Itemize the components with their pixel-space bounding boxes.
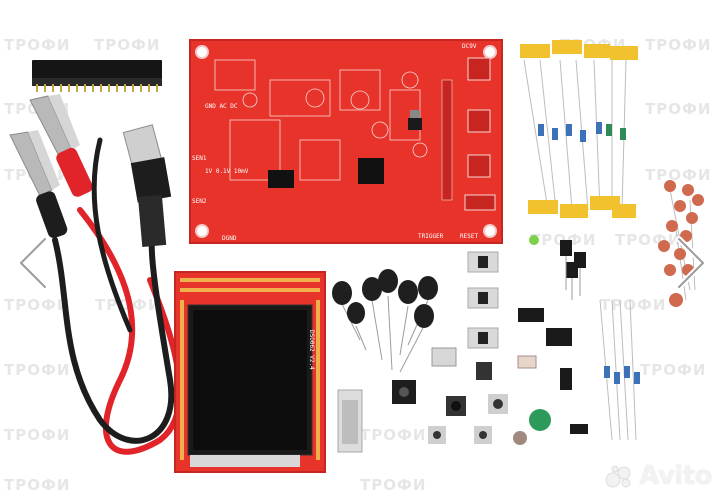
watermark: ТРОФИ	[360, 426, 426, 444]
pin-header	[32, 60, 162, 92]
loose-resistors	[599, 299, 640, 441]
watermark: ТРОФИ	[4, 361, 70, 379]
lcd-module: DSO062 V2.4	[174, 271, 326, 473]
pcb-label-dgnd: DGND	[222, 235, 237, 242]
watermark: ТРОФИ	[645, 166, 711, 184]
pcb-label-volts: 1V 0.1V 10mV	[205, 168, 249, 175]
watermark: ТРОФИ	[645, 100, 711, 118]
pcb-label-coupling: GND AC DC	[205, 103, 238, 110]
usb-connector	[431, 347, 457, 367]
bnc-connector	[122, 124, 172, 247]
slide-switches	[467, 251, 499, 349]
green-component	[529, 409, 551, 431]
pcb-label-trigger: TRIGGER	[418, 233, 444, 240]
alligator-clip-black	[9, 130, 68, 239]
watermark: ТРОФИ	[640, 361, 706, 379]
alligator-clip-red	[29, 94, 93, 197]
watermark: ТРОФИ	[94, 36, 160, 54]
prev-image-button[interactable]	[10, 226, 56, 300]
pcb-label-reset: RESET	[460, 233, 478, 240]
main-pcb: DC9V GND AC DC SEN1 SEN2 1V 0.1V 10mV TR…	[189, 39, 503, 244]
watermark: ТРОФИ	[4, 426, 70, 444]
pcb-label-dc: DC9V	[462, 43, 477, 50]
avito-logo-icon	[605, 465, 631, 488]
power-jack	[392, 380, 416, 404]
electrolytic-capacitors	[332, 269, 438, 373]
crystal	[517, 355, 537, 369]
bnc-socket	[337, 389, 363, 453]
watermark: ТРОФИ	[4, 296, 70, 314]
tactile-buttons	[428, 362, 508, 444]
pcb-label-sens2: SEN2	[192, 198, 207, 205]
loose-ics	[518, 240, 588, 434]
next-image-button[interactable]	[668, 226, 714, 300]
led-green	[529, 235, 539, 245]
watermark: ТРОФИ	[4, 36, 70, 54]
watermark: ТРОФИ	[4, 476, 70, 494]
mcu-chip	[358, 158, 384, 184]
chevron-left-icon	[18, 236, 48, 290]
avito-brand-text: Avito	[639, 461, 712, 491]
lcd-board-label: DSO062 V2.4	[308, 330, 315, 370]
watermark: ТРОФИ	[645, 36, 711, 54]
resistor-strip	[520, 40, 638, 218]
chevron-right-icon	[676, 236, 706, 290]
watermark: ТРОФИ	[360, 476, 426, 494]
watermark: ТРОФИ	[600, 296, 666, 314]
pcb-label-sens1: SEN1	[192, 155, 207, 162]
avito-watermark: Avito	[605, 461, 712, 491]
